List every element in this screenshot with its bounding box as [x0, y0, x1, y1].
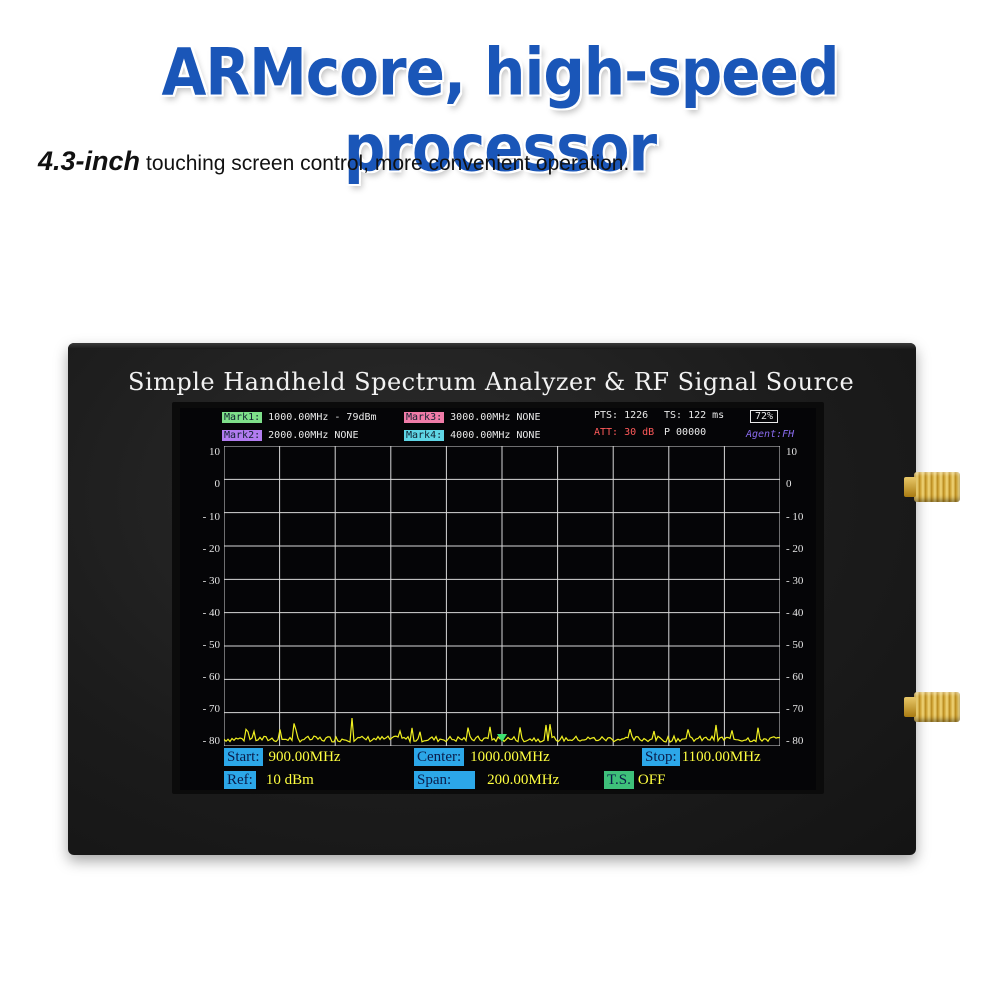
- marker3-label: Mark3:: [404, 412, 445, 423]
- ref-label: Ref:: [224, 771, 256, 789]
- sma-connector-bottom: [904, 692, 960, 722]
- tracking-source-label: T.S.: [604, 771, 634, 789]
- plot-grid: [224, 446, 780, 746]
- headline: ARMcore, high-speed processor: [161, 33, 840, 187]
- y-tick-right-8: - 60: [786, 671, 804, 683]
- y-tick-right-5: - 30: [786, 575, 804, 587]
- y-tick-right-9: - 70: [786, 703, 804, 715]
- subheadline-text: touching screen control, more convenient…: [146, 152, 630, 175]
- y-tick-left-3: - 10: [202, 511, 220, 523]
- points-readout: PTS: 1226: [594, 410, 649, 421]
- span-value: 200.00MHz: [487, 772, 560, 788]
- sweep-time-readout: TS: 122 ms: [664, 410, 725, 421]
- y-tick-left-1: 10: [209, 446, 220, 458]
- y-tick-left-9: - 70: [202, 703, 220, 715]
- y-tick-right-1: 10: [786, 446, 797, 458]
- y-tick-left-4: - 20: [202, 543, 220, 555]
- ref-field[interactable]: Ref: 10 dBm: [224, 771, 314, 789]
- ref-value: 10 dBm: [265, 772, 314, 788]
- attenuation-readout: ATT: 30 dB: [594, 427, 655, 438]
- y-tick-right-7: - 50: [786, 639, 804, 651]
- start-label: Start:: [224, 748, 263, 766]
- spectrum-plot[interactable]: [224, 446, 780, 746]
- span-label: Span:: [414, 771, 476, 789]
- marker1-row[interactable]: Mark1: 1000.00MHz - 79dBm: [222, 412, 377, 423]
- preamp-readout: P 00000: [664, 427, 707, 438]
- y-tick-right-6: - 40: [786, 607, 804, 619]
- sma-connector-top: [904, 472, 960, 502]
- marker4-label: Mark4:: [404, 430, 445, 441]
- marker3-value: 3000.00MHz NONE: [450, 412, 541, 423]
- y-tick-left-5: - 30: [202, 575, 220, 587]
- y-tick-right-4: - 20: [786, 543, 804, 555]
- marker1-label: Mark1:: [222, 412, 263, 423]
- center-field[interactable]: Center: 1000.00MHz: [414, 748, 550, 766]
- y-tick-left-10: - 80: [202, 735, 220, 747]
- center-value: 1000.00MHz: [470, 749, 550, 765]
- marker1-value: 1000.00MHz - 79dBm: [268, 412, 377, 423]
- touch-screen[interactable]: Mark1: 1000.00MHz - 79dBm Mark2: 2000.00…: [180, 408, 816, 790]
- tracking-source-value: OFF: [637, 772, 666, 788]
- marker4-row[interactable]: Mark4: 4000.00MHz NONE: [404, 430, 540, 441]
- agent-label: Agent:FH: [746, 429, 795, 440]
- y-tick-right-2: 0: [786, 478, 792, 490]
- stop-label: Stop:: [642, 748, 680, 766]
- marker3-row[interactable]: Mark3: 3000.00MHz NONE: [404, 412, 540, 423]
- marker-triangle: [497, 734, 507, 742]
- center-label: Center:: [414, 748, 465, 766]
- stop-value: 1100.00MHz: [681, 749, 761, 765]
- subheadline-emphasis: 4.3-inch: [38, 146, 141, 176]
- y-tick-left-2: 0: [214, 478, 221, 490]
- start-field[interactable]: Start: 900.00MHz: [224, 748, 341, 766]
- y-tick-right-10: - 80: [786, 735, 804, 747]
- y-tick-left-7: - 50: [202, 639, 220, 651]
- marker4-value: 4000.00MHz NONE: [450, 430, 541, 441]
- device-title: Simple Handheld Spectrum Analyzer & RF S…: [128, 368, 855, 396]
- y-tick-left-6: - 40: [202, 607, 220, 619]
- y-tick-left-8: - 60: [202, 671, 220, 683]
- marker2-row[interactable]: Mark2: 2000.00MHz NONE: [222, 430, 358, 441]
- marker2-value: 2000.00MHz NONE: [268, 430, 359, 441]
- tracking-source-field[interactable]: T.S.OFF: [604, 771, 665, 789]
- battery-indicator: 72%: [750, 410, 779, 423]
- start-value: 900.00MHz: [268, 749, 341, 765]
- span-field[interactable]: Span: 200.00MHz: [414, 771, 559, 789]
- marker2-label: Mark2:: [222, 430, 263, 441]
- y-tick-right-3: - 10: [786, 511, 804, 523]
- stop-field[interactable]: Stop:1100.00MHz: [642, 748, 761, 766]
